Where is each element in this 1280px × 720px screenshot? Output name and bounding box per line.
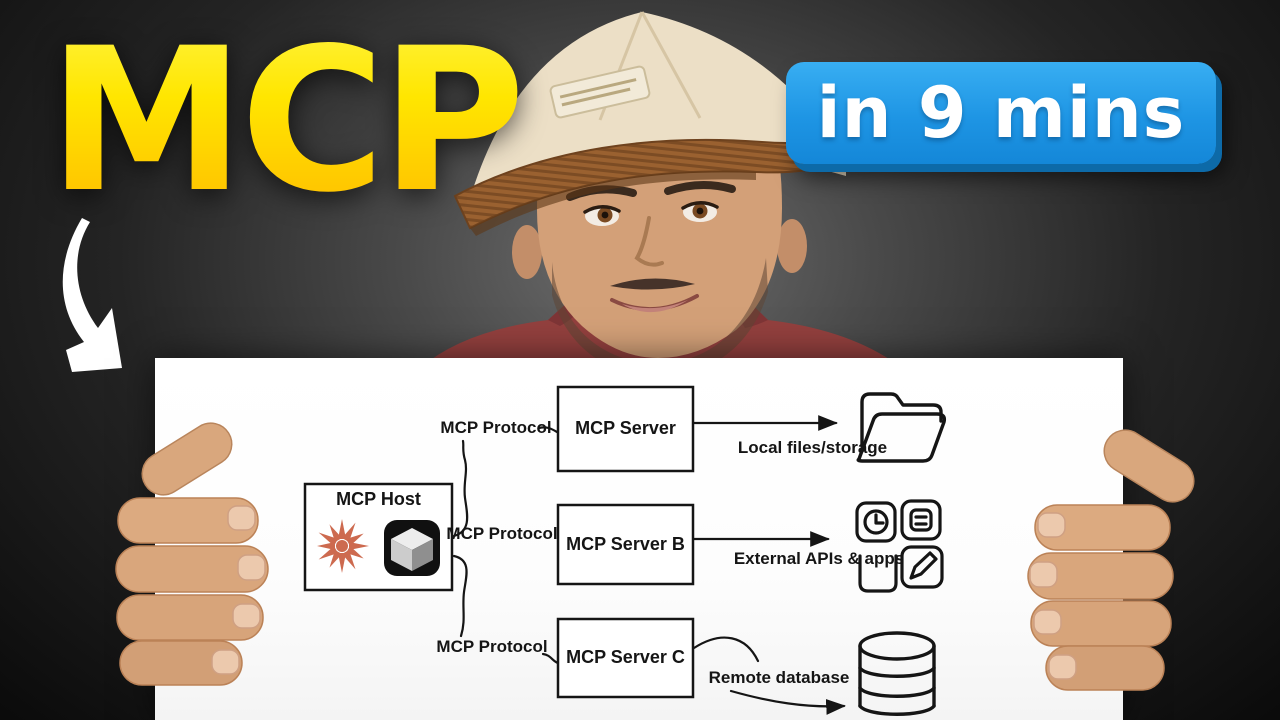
resource-label-external-apis: External APIs & apps bbox=[733, 549, 905, 568]
database-icon bbox=[858, 631, 936, 716]
mcp-server-a-box bbox=[556, 385, 695, 473]
right-hand bbox=[1027, 429, 1195, 691]
apps-grid-icon bbox=[855, 499, 944, 593]
mcp-server-b-box bbox=[556, 503, 695, 586]
claude-logo-icon bbox=[317, 519, 369, 573]
duration-badge-text: in 9 mins bbox=[816, 72, 1186, 154]
mcp-server-c-label: MCP Server C bbox=[566, 647, 685, 667]
mcp-host-label: MCP Host bbox=[336, 489, 421, 509]
protocol-label-2: MCP Protocol bbox=[446, 524, 558, 543]
mustache bbox=[610, 278, 695, 290]
eyes bbox=[583, 201, 719, 226]
left-hand bbox=[115, 422, 269, 686]
mcp-server-b-label: MCP Server B bbox=[566, 534, 685, 554]
protocol-label-1: MCP Protocol bbox=[440, 418, 552, 437]
protocol-connectors bbox=[452, 415, 846, 715]
folder-icon bbox=[856, 392, 947, 463]
resource-label-local-files: Local files/storage bbox=[737, 438, 888, 457]
protocol-label-3: MCP Protocol bbox=[436, 637, 548, 656]
nose bbox=[634, 216, 664, 267]
eyebrow-right bbox=[664, 180, 736, 195]
down-arrow-icon bbox=[62, 218, 122, 372]
mcp-server-a-label: MCP Server bbox=[575, 418, 676, 438]
resource-label-remote-database: Remote database bbox=[708, 668, 850, 687]
mcp-server-c-box bbox=[556, 617, 695, 699]
duration-badge: in 9 mins bbox=[786, 62, 1216, 164]
title-text: MCP bbox=[48, 5, 525, 236]
cursor-logo-icon bbox=[384, 520, 440, 576]
